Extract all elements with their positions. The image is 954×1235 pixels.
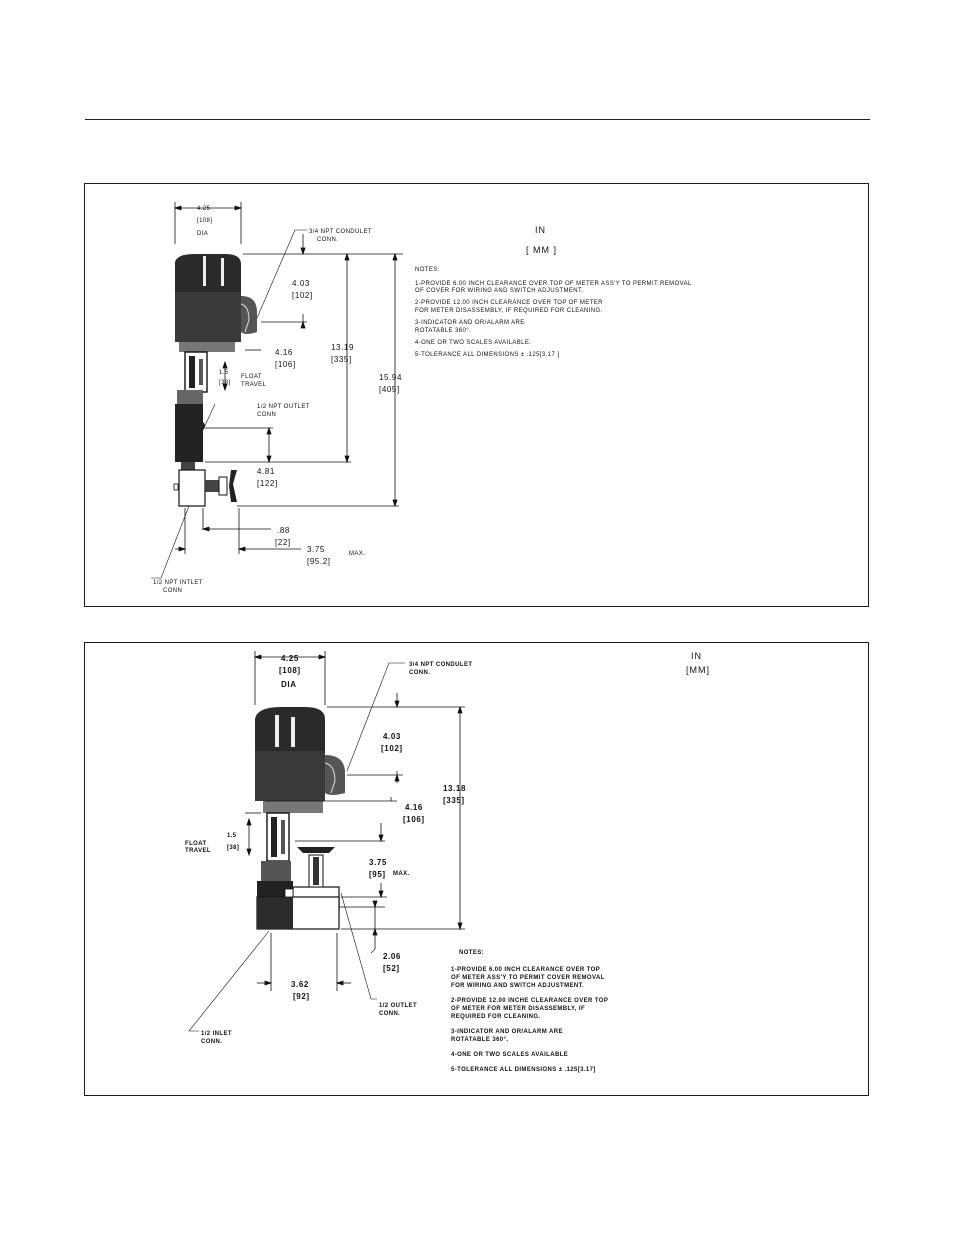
conduit-label-2: CONN. <box>317 237 338 243</box>
dim-375-mm: [95.2] <box>307 557 331 566</box>
dim-375: 3.75 <box>307 545 325 554</box>
dia-suffix: DIA <box>281 680 297 689</box>
conduit-label: 3/4 NPT CONDULET <box>409 662 472 668</box>
dim-416-mm: [106] <box>403 815 425 824</box>
dim-362-mm: [92] <box>293 992 310 1001</box>
outlet-label-2: CONN <box>257 412 276 418</box>
dim-481-mm: [122] <box>257 479 278 488</box>
dim-206: 2.06 <box>383 952 401 961</box>
inlet-label-2: CONN. <box>201 1039 222 1045</box>
note-line: 5-TOLERANCE ALL DIMENSIONS ± .125[3.17 ] <box>415 352 559 358</box>
note-line: 5-TOLERANCE ALL DIMENSIONS ± .125[3.17] <box>451 1067 596 1073</box>
float-mm: [38] <box>219 380 231 386</box>
note-line: 4-ONE OR TWO SCALES AVAILABLE <box>451 1052 568 1058</box>
dim-403: 4.03 <box>383 732 401 741</box>
notes-title: NOTES: <box>415 267 440 273</box>
inlet-label-2: CONN <box>163 588 182 594</box>
float-mm: [38] <box>227 845 239 851</box>
dia-mm: [108] <box>197 218 212 224</box>
float-label-1: FLOAT <box>185 841 207 847</box>
units-mm: [ MM ] <box>526 245 557 255</box>
inlet-label: 1/2 NPT INTLET <box>153 580 203 586</box>
dim-403-mm: [102] <box>381 744 403 753</box>
float-label-2: TRAVEL <box>241 382 267 388</box>
note-line: 2-PROVIDE 12.00 INCH CLEARANCE OVER TOP … <box>415 300 603 306</box>
note-line: OF COVER FOR WIRING AND SWITCH ADJUSTMEN… <box>415 288 583 294</box>
dia-value: 4.25 <box>197 206 211 212</box>
meter-1-illustration <box>173 254 257 507</box>
dia-mm: [108] <box>279 666 301 675</box>
header-rule <box>85 119 870 120</box>
float-label-2: TRAVEL <box>185 848 211 854</box>
outlet-label-2: CONN. <box>379 1011 400 1017</box>
units-in: IN <box>535 225 546 235</box>
note-line: FOR METER DISASSEMBLY, IF REQUIRED FOR C… <box>415 308 603 314</box>
conduit-label: 3/4 NPT CONDULET <box>309 229 372 235</box>
dia-suffix: DIA <box>197 231 208 237</box>
note-line: OF METER ASS'Y TO PERMIT COVER REMOVAL <box>451 975 605 981</box>
dim-362: 3.62 <box>291 980 309 989</box>
dim-1319-mm: [335] <box>331 355 352 364</box>
dim-1318-mm: [335] <box>443 796 465 805</box>
dim-375: 3.75 <box>369 858 387 867</box>
dim-416: 4.16 <box>275 348 293 357</box>
conduit-label-2: CONN. <box>409 670 430 676</box>
dim-375-max: MAX. <box>393 871 410 877</box>
dim-088-mm: [22] <box>275 538 291 547</box>
dim-416: 4.16 <box>405 803 423 812</box>
dim-416-mm: [106] <box>275 360 296 369</box>
inlet-label: 1/2 INLET <box>201 1031 232 1037</box>
note-line: 1-PROVIDE 6.00 INCH CLEARANCE OVER TOP O… <box>415 281 692 287</box>
drawing-2-svg: 4.25 [108] DIA 3/4 NPT CONDULET CONN. IN… <box>185 651 710 1073</box>
drawing-panel-2: 4.25 [108] DIA 3/4 NPT CONDULET CONN. IN… <box>84 642 869 1096</box>
float-label-1: FLOAT <box>241 374 262 380</box>
note-line: FOR WIRING AND SWITCH ADJUSTMENT. <box>451 983 584 989</box>
drawing-panel-1: 4.25 [108] DIA 3/4 NPT CONDULET CONN. IN… <box>84 183 869 607</box>
dim-481: 4.81 <box>257 467 275 476</box>
drawing-1-svg: 4.25 [108] DIA 3/4 NPT CONDULET CONN. IN… <box>151 202 692 594</box>
dia-value: 4.25 <box>281 654 299 663</box>
dim-1318: 13.18 <box>443 784 466 793</box>
note-line: REQUIRED FOR CLEANING. <box>451 1014 540 1020</box>
note-line: ROTATABLE 360°. <box>415 328 471 334</box>
note-line: 4-ONE OR TWO SCALES AVAILABLE. <box>415 340 531 346</box>
note-line: 3-INDICATOR AND OR/ALARM ARE <box>451 1029 563 1035</box>
note-line: 1-PROVIDE 6.00 INCH CLEARANCE OVER TOP <box>451 967 600 973</box>
notes-title: NOTES: <box>459 950 484 956</box>
dim-375-max: MAX. <box>349 551 365 557</box>
dim-403: 4.03 <box>292 279 310 288</box>
dim-1594-mm: [405] <box>379 385 400 394</box>
dim-1319: 13.19 <box>331 343 354 352</box>
meter-2-illustration <box>255 707 345 930</box>
note-line: 2-PROVIDE 12.00 INCHE CLEARANCE OVER TOP <box>451 998 608 1004</box>
outlet-label: 1/2 NPT OUTLET <box>257 404 310 410</box>
note-line: 3-INDICATOR AND OR/ALARM ARE <box>415 320 525 326</box>
float-in: 1.5 <box>227 833 237 839</box>
dim-088: .88 <box>277 526 290 535</box>
note-line: OF METER FOR METER DISASSEMBLY, IF <box>451 1006 585 1012</box>
dim-403-mm: [102] <box>292 291 313 300</box>
units-mm: [MM] <box>686 665 710 675</box>
dim-1594: 15.94 <box>379 373 402 382</box>
outlet-label: 1/2 OUTLET <box>379 1003 417 1009</box>
dim-206-mm: [52] <box>383 964 400 973</box>
units-in: IN <box>691 651 702 661</box>
dim-375-mm: [95] <box>369 870 386 879</box>
float-in: 1.5 <box>219 370 229 376</box>
note-line: ROTATABLE 360°. <box>451 1037 508 1043</box>
